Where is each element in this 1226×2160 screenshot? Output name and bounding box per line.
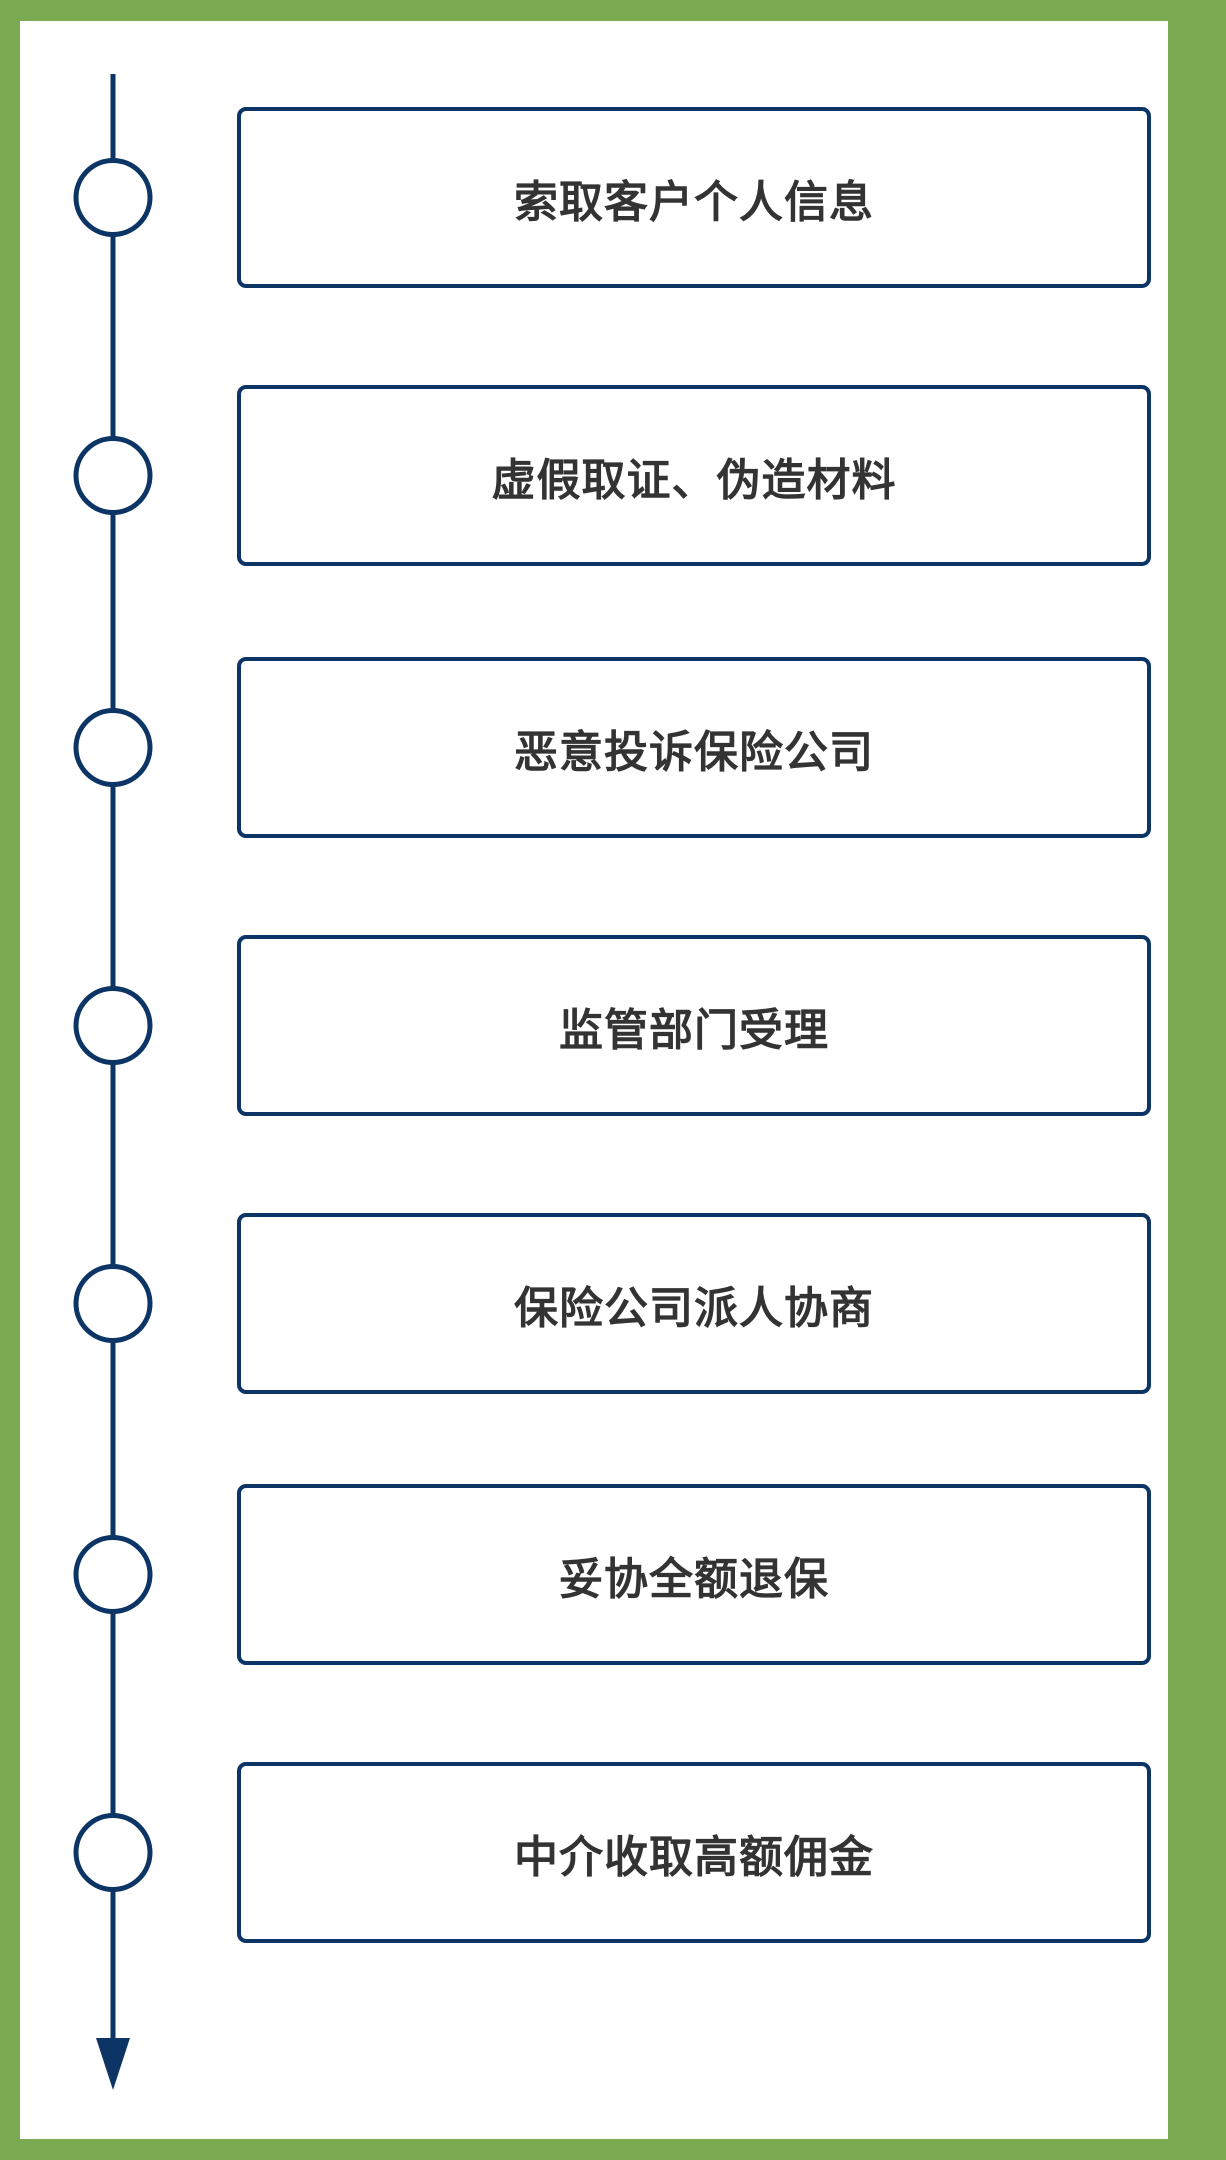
step-label: 虚假取证、伪造材料 (491, 454, 897, 506)
step-box-2: 虚假取证、伪造材料 (237, 385, 1151, 566)
step-label: 保险公司派人协商 (514, 1282, 874, 1334)
step-box-7: 中介收取高额佣金 (237, 1762, 1151, 1943)
step-box-6: 妥协全额退保 (237, 1484, 1151, 1665)
step-label: 监管部门受理 (559, 1004, 829, 1056)
step-box-3: 恶意投诉保险公司 (237, 657, 1151, 838)
step-label: 妥协全额退保 (559, 1553, 829, 1605)
step-box-4: 监管部门受理 (237, 935, 1151, 1116)
step-label: 恶意投诉保险公司 (514, 726, 874, 778)
step-label: 中介收取高额佣金 (514, 1831, 874, 1883)
step-box-1: 索取客户个人信息 (237, 107, 1151, 288)
step-label: 索取客户个人信息 (514, 176, 874, 228)
step-box-5: 保险公司派人协商 (237, 1213, 1151, 1394)
